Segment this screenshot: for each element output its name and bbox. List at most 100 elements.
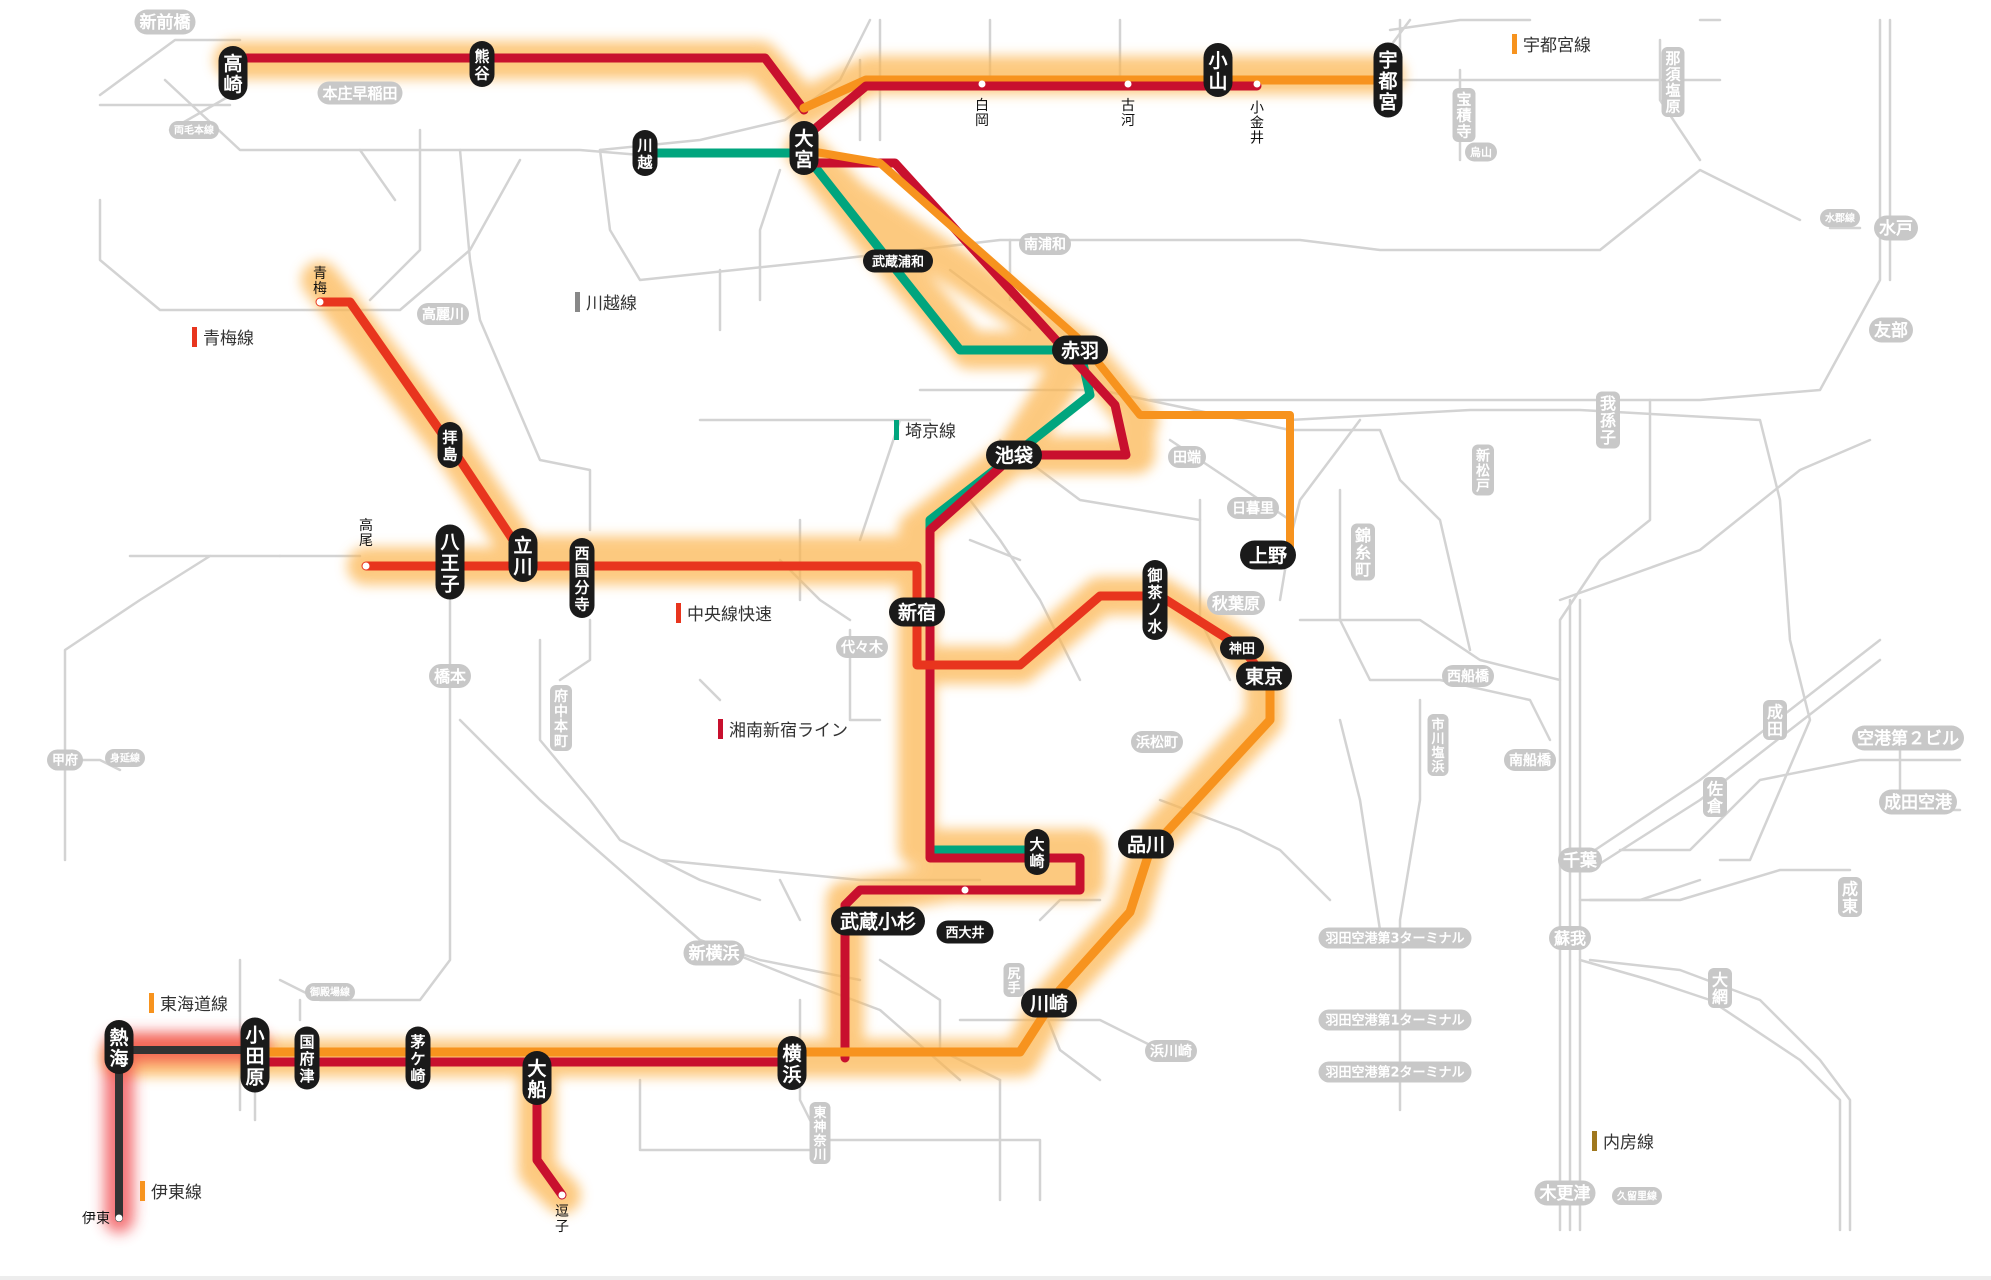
grey-label-29: 羽田空港第1ターミナル [1318, 1009, 1472, 1031]
station-label-char: 海 [109, 1047, 128, 1070]
grey-label-char: 塩 [1665, 82, 1680, 100]
grey-label-2: 宝積寺 [1452, 88, 1476, 142]
grey-label-15: 浜松町 [1131, 731, 1183, 753]
plain-label-6: 伊東 [82, 1211, 110, 1227]
grey-label-text: 身延線 [110, 752, 140, 765]
grey-label-char: 網 [1712, 987, 1728, 1006]
grey-label-8: 田端 [1168, 446, 1206, 468]
grey-label-18: 南船橋 [1504, 749, 1556, 771]
grey-label-text: 代々木 [840, 639, 884, 656]
grey-label-21: 成田空港 [1879, 789, 1957, 815]
legend-kawagoe-line: 川越線 [575, 289, 637, 314]
station-haijima: 拝島 [437, 422, 463, 468]
grey-label-39: 水郡線 [1820, 209, 1860, 227]
station-label-char: 崎 [1029, 852, 1044, 870]
legend-label: 川越線 [586, 294, 637, 314]
plain-label-char: 井 [1250, 130, 1264, 146]
grey-label-text: 羽田空港第2ターミナル [1325, 1065, 1464, 1081]
station-label: 新宿 [898, 601, 936, 624]
grey-label-char: 奈 [812, 1133, 827, 1149]
station-label-char: 子 [440, 573, 459, 595]
grey-label-22: 佐倉 [1703, 777, 1727, 817]
legend-label: 内房線 [1603, 1133, 1654, 1153]
plain-label-char: 小 [1250, 100, 1264, 116]
plain-label-char: 高 [359, 517, 373, 534]
station-ofuna: 大船 [522, 1051, 552, 1105]
station-label-char: ノ [1147, 600, 1162, 618]
grey-label-23: 千葉 [1558, 847, 1602, 873]
grey-label-20: 空港第２ビル [1852, 725, 1964, 751]
bottom-rule [0, 1276, 1991, 1280]
legend-label: 湘南新宿ライン [729, 721, 848, 741]
plain-label-5: 逗子 [555, 1204, 569, 1235]
station-label-char: 八 [440, 531, 460, 553]
station-omiya: 大宮 [789, 121, 819, 175]
station-shinjuku: 新宿 [889, 597, 945, 627]
plain-label-char: 逗 [555, 1204, 569, 1220]
grey-label-text: 南浦和 [1024, 236, 1066, 253]
station-label-char: 茅 [410, 1033, 425, 1051]
station-label-char: 崎 [223, 73, 242, 96]
station-label-char: 崎 [410, 1067, 425, 1085]
grey-label-42: 御殿場線 [305, 983, 355, 1001]
station-label: 西大井 [945, 925, 984, 941]
station-hachioji: 八王子 [435, 524, 465, 600]
station-label-char: 宮 [794, 148, 813, 171]
station-yokohama: 横浜 [777, 1036, 807, 1090]
grey-label-char: 宝 [1456, 91, 1471, 109]
grey-label-char: 成 [1767, 702, 1783, 721]
grey-label-char: 子 [1600, 428, 1616, 447]
grey-label-text: 両毛本線 [174, 124, 214, 137]
station-label-char: 谷 [474, 64, 490, 82]
grey-label-char: 大 [1712, 970, 1728, 989]
station-osaki: 大崎 [1024, 829, 1050, 875]
station-akabane: 赤羽 [1052, 335, 1108, 365]
grey-label-text: 日暮里 [1232, 500, 1274, 517]
station-label-char: 島 [442, 445, 457, 463]
legend-utsunomiya-line: 宇都宮線 [1512, 31, 1591, 56]
station-label-char: 船 [527, 1078, 546, 1101]
plain-label-char: 尾 [359, 533, 373, 549]
station-label: 川崎 [1029, 992, 1068, 1015]
grey-label-28: 羽田空港第3ターミナル [1318, 927, 1472, 949]
grey-label-text: 高麗川 [422, 306, 464, 323]
station-label-char: 川 [636, 136, 652, 154]
grey-label-text: 本庄早稲田 [322, 84, 397, 102]
legend-uchibo-line: 内房線 [1592, 1128, 1654, 1153]
grey-label-char: 佐 [1706, 779, 1723, 798]
grey-label-text: 新横浜 [689, 943, 740, 964]
grey-label-25: 成東 [1838, 877, 1862, 917]
grey-label-text: 千葉 [1563, 850, 1598, 871]
station-atami: 熱海 [104, 1020, 134, 1074]
station-label-char: 熊 [474, 47, 489, 65]
grey-label-char: 東 [1842, 896, 1858, 915]
grey-label-char: 倉 [1706, 796, 1724, 815]
grey-label-char: 孫 [1600, 411, 1616, 430]
legend-swatch [718, 718, 723, 739]
station-label-char: 浜 [782, 1064, 801, 1086]
grey-label-char: 原 [1665, 98, 1680, 116]
grey-label-text: 水戸 [1879, 218, 1913, 239]
station-label-char: 宇 [1378, 49, 1397, 71]
station-chigasaki: 茅ケ崎 [405, 1026, 431, 1090]
grey-label-char: 町 [1355, 560, 1371, 579]
grey-label-char: 川 [1430, 732, 1444, 747]
grey-label-27: 木更津 [1534, 1180, 1596, 1206]
station-dots [115, 80, 1261, 1222]
legend-label: 埼京線 [905, 422, 956, 442]
grey-label-24: 蘇我 [1549, 926, 1591, 950]
grey-label-char: 町 [554, 734, 568, 750]
station-label-char: 水 [1147, 617, 1163, 635]
station-label: 池袋 [995, 444, 1034, 467]
grey-label-char: 新 [1476, 447, 1490, 464]
grey-label-text: 新前橋 [140, 12, 192, 33]
grey-label-char: 尻 [1007, 967, 1020, 982]
station-label: 武蔵浦和 [872, 254, 924, 270]
station-label-char: 王 [440, 552, 459, 574]
grey-label-char: 府 [554, 688, 568, 705]
grey-label-text: 田端 [1173, 449, 1201, 466]
grey-label-char: 須 [1664, 66, 1681, 84]
grey-label-text: 御殿場線 [309, 986, 350, 999]
